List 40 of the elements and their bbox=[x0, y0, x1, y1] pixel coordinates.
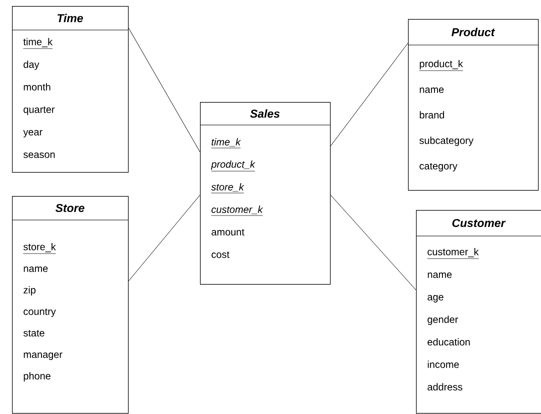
connector-line bbox=[128, 28, 200, 152]
attribute-text: subcategory bbox=[419, 136, 474, 146]
attribute-text: time_k bbox=[23, 38, 53, 49]
attribute-text: education bbox=[428, 338, 470, 346]
connector-line bbox=[330, 42, 408, 146]
attribute-text: phone bbox=[24, 372, 50, 382]
attribute-text: name bbox=[24, 266, 48, 272]
attribute-text: cost bbox=[212, 251, 230, 258]
attribute-text: age bbox=[428, 295, 444, 302]
attribute-text: state bbox=[23, 330, 44, 336]
table-heading: Store bbox=[56, 204, 84, 212]
attribute-text: amount bbox=[212, 228, 244, 236]
table-heading: Sales bbox=[250, 109, 280, 118]
attribute-text: time_k bbox=[211, 138, 241, 148]
table-heading: Customer bbox=[452, 218, 506, 228]
table-heading: Product bbox=[452, 28, 496, 36]
table-heading: Time bbox=[58, 14, 83, 22]
attribute-text: name bbox=[428, 272, 452, 278]
attribute-text: category bbox=[420, 162, 458, 172]
attribute-text: customer_k bbox=[427, 248, 479, 259]
attribute-text: income bbox=[428, 360, 459, 368]
attribute-text: zip bbox=[24, 286, 36, 296]
attribute-text: season bbox=[23, 152, 55, 158]
attribute-text: store_k bbox=[23, 242, 56, 254]
attribute-text: customer_k bbox=[211, 206, 264, 216]
attribute-text: brand bbox=[420, 111, 444, 118]
attribute-text: store_k bbox=[211, 183, 244, 194]
connector-line bbox=[330, 194, 416, 290]
attribute-text: address bbox=[428, 383, 462, 390]
attribute-text: gender bbox=[428, 316, 458, 325]
attribute-text: year bbox=[23, 130, 42, 138]
attribute-text: month bbox=[24, 83, 50, 90]
attribute-text: manager bbox=[24, 352, 62, 360]
attribute-text: country bbox=[24, 308, 56, 317]
attribute-text: quarter bbox=[24, 106, 55, 115]
attribute-text: day bbox=[24, 60, 40, 70]
attribute-text: product_k bbox=[210, 160, 256, 172]
attribute-text: name bbox=[420, 88, 444, 93]
attribute-text: product_k bbox=[419, 60, 464, 71]
connector-line bbox=[128, 194, 200, 282]
